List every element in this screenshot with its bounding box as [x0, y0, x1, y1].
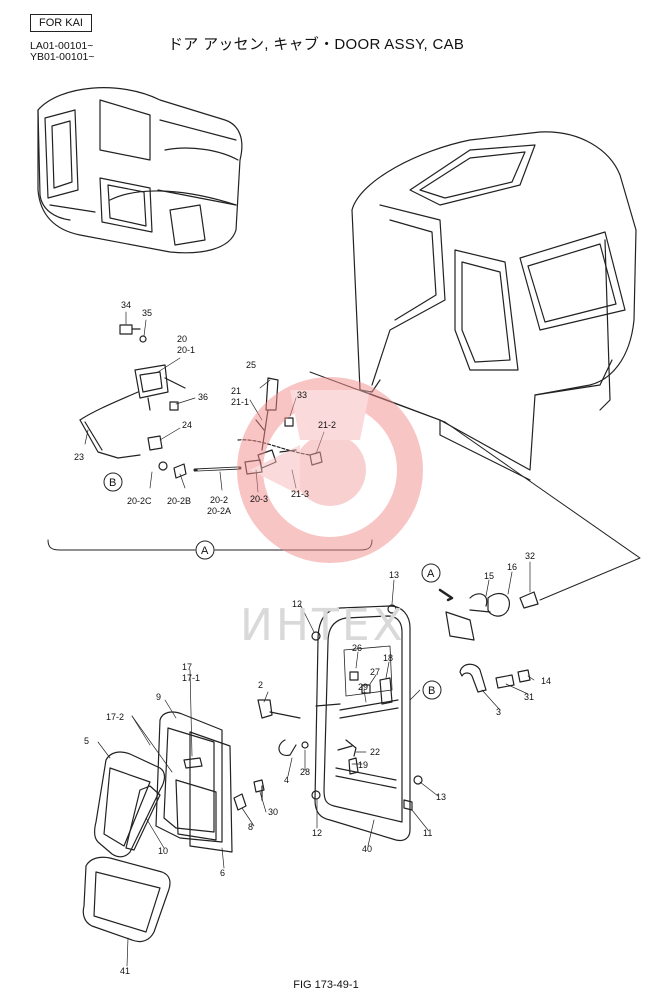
serial-range-1: LA01-00101~: [30, 40, 94, 52]
callout-27: 27: [370, 667, 380, 677]
callout-22: 22: [370, 747, 380, 757]
callout-5: 5: [84, 736, 89, 746]
callout-17-2: 17-2: [106, 712, 124, 722]
door-glass-upper: [94, 751, 166, 858]
callout-21-1: 21-1: [231, 397, 249, 407]
ref-a-detail: A: [427, 568, 435, 580]
watermark-text: ИНТЕХ: [240, 600, 406, 651]
callout-20: 20: [177, 334, 187, 344]
detail-a-parts: [438, 588, 539, 641]
door-frame: [314, 605, 413, 842]
ref-a-bracket: A: [201, 545, 209, 557]
callout-41: 41: [120, 966, 130, 976]
callout-20-2a: 20-2A: [207, 506, 231, 516]
callout-20-3: 20-3: [250, 494, 268, 504]
callout-4: 4: [284, 775, 289, 785]
callout-15: 15: [484, 571, 494, 581]
ref-b-lock: B: [109, 477, 116, 489]
callout-30: 30: [268, 807, 278, 817]
callout-20-2c: 20-2C: [127, 496, 152, 506]
callout-21-3: 21-3: [291, 489, 309, 499]
callout-34: 34: [121, 300, 131, 310]
callout-13-top: 13: [389, 570, 399, 580]
callout-6: 6: [220, 868, 225, 878]
callout-12-bottom: 12: [312, 828, 322, 838]
window-rail: [125, 785, 161, 851]
ref-b-door: B: [428, 685, 435, 697]
callout-2: 2: [258, 680, 263, 690]
callout-11: 11: [423, 828, 432, 838]
page-title: ドア アッセン, キャブ・DOOR ASSY, CAB: [168, 36, 465, 53]
callout-13-bottom: 13: [436, 792, 446, 802]
callout-24: 24: [182, 420, 192, 430]
callout-36: 36: [198, 392, 208, 402]
cab-overview-illustration: [37, 87, 243, 254]
callout-20-2b: 20-2B: [167, 496, 191, 506]
callout-23: 23: [74, 452, 84, 462]
callout-10: 10: [158, 846, 168, 856]
callout-32: 32: [525, 551, 535, 561]
callout-18: 18: [383, 653, 393, 663]
door-glass-lower: [82, 856, 171, 943]
callout-12-top: 12: [292, 599, 302, 609]
callout-16: 16: [507, 562, 517, 572]
callout-3: 3: [496, 707, 501, 717]
sash-frame-and-panel: [155, 711, 233, 853]
serial-range-2: YB01-00101~: [30, 51, 95, 63]
callout-35: 35: [142, 308, 152, 318]
watermark-logo: [237, 377, 423, 563]
striker-latch-parts: [459, 663, 531, 693]
figure-number: FIG 173-49-1: [293, 979, 359, 991]
callout-14: 14: [541, 676, 551, 686]
callout-9: 9: [156, 692, 161, 702]
callout-29: 29: [358, 682, 368, 692]
callout-33: 33: [297, 390, 307, 400]
door-handle-parts: [233, 604, 423, 811]
model-tag: FOR KAI: [30, 14, 92, 32]
callout-20-2: 20-2: [210, 495, 228, 505]
callout-19: 19: [358, 760, 368, 770]
callout-25: 25: [246, 360, 256, 370]
callout-31: 31: [524, 692, 534, 702]
callout-40: 40: [362, 844, 372, 854]
callout-17: 17: [182, 662, 192, 672]
callout-21: 21: [231, 386, 241, 396]
callout-17-1: 17-1: [182, 673, 200, 683]
callout-26: 26: [352, 643, 362, 653]
callout-28: 28: [300, 767, 310, 777]
cab-frame-illustration: [351, 131, 637, 481]
callout-8: 8: [248, 822, 253, 832]
callout-20-1: 20-1: [177, 345, 195, 355]
callout-21-2: 21-2: [318, 420, 336, 430]
